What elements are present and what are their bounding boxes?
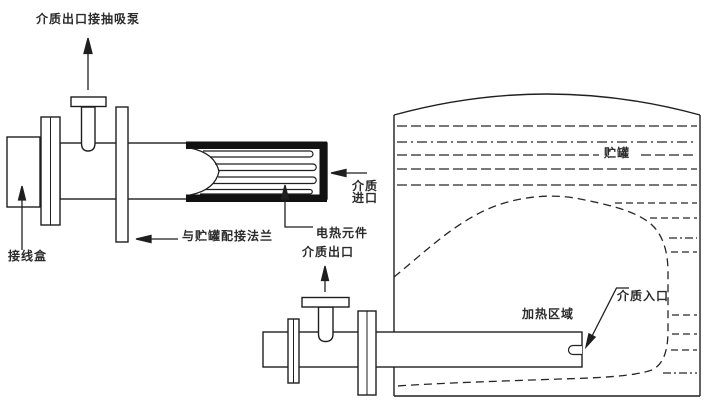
medium-inlet-flow-arrow-icon [330,168,367,178]
heater-pipe-in-tank [262,331,583,368]
outlet-nozzle-flange-lower [301,296,350,308]
label-medium-inlet: 介质 进口 [352,179,379,205]
label-medium-outlet: 介质出口 [302,245,355,259]
element-envelope-curve [189,147,220,196]
heating-element-bundle [186,141,327,202]
tank-liquid-level-lines [397,125,697,186]
heater-external-view [6,96,328,243]
mating-flange-leader-arrow-icon [135,234,178,244]
heating-element-leader-arrow-icon [280,184,313,228]
outlet-nozzle-upper [80,106,96,152]
medium-inlet-notch [567,344,582,356]
medium-outlet-flow-arrow-icon [320,265,330,292]
label-heating-element: 电热元件 [316,226,369,240]
outlet-nozzle-lower [317,306,334,343]
tank-medium-inlet-leader-arrow-icon [584,287,629,350]
label-junction-box: 接线盒 [8,249,48,263]
label-tank-medium-inlet: 介质入口 [617,289,670,303]
flow-arrow-up-pump-icon [83,37,93,90]
tank-mating-flange-plate-upper [115,106,129,243]
label-tank-mating-flange: 与贮罐配接法兰 [182,229,274,243]
heated-region-boundary [393,195,669,387]
annotation-arrows [17,37,629,350]
outlet-nozzle-flange-upper [70,96,107,108]
label-pump-outlet: 介质出口接抽吸泵 [36,12,141,26]
junction-box-leader-arrow-icon [17,185,27,250]
label-heating-zone: 加热区域 [522,307,575,321]
heater-installed-assembly [262,296,583,396]
label-storage-tank: 贮罐 [604,146,631,160]
tank-dome [393,93,701,116]
tank-right-level-lines [615,202,697,374]
